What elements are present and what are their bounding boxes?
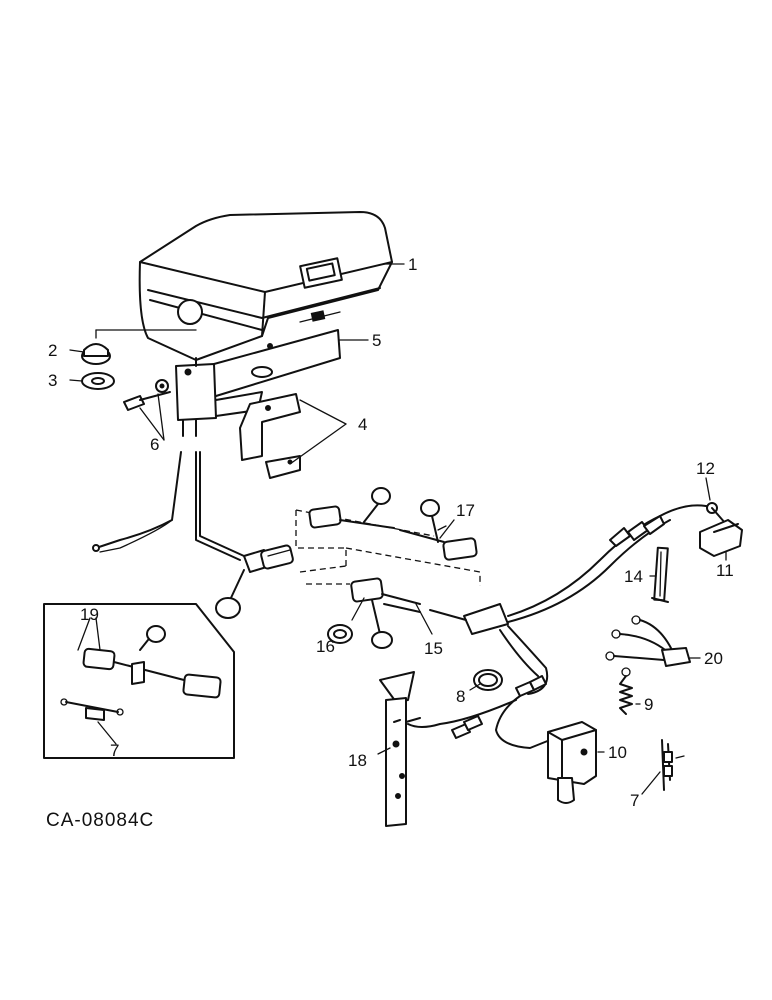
switch-bracket (661, 739, 685, 791)
resistor-harness (605, 615, 691, 667)
callout-9: 9 (644, 695, 653, 714)
callout-20: 20 (704, 649, 723, 668)
callout-1: 1 (408, 255, 417, 274)
monitor-console (138, 211, 393, 361)
harness-connector-left (215, 544, 294, 619)
extension-cable-assembly (295, 487, 481, 586)
diagram-code: CA-08084C (46, 810, 154, 831)
callout-5: 5 (372, 331, 381, 350)
callout-7-right: 7 (630, 791, 639, 810)
main-wire-harness (507, 502, 743, 623)
console-cables (92, 419, 245, 561)
callout-2: 2 (48, 341, 57, 360)
inset-panel (43, 603, 235, 759)
callout-19: 19 (80, 605, 99, 624)
bolt-washer-part (123, 379, 171, 411)
branch-harness (407, 625, 551, 749)
callout-12: 12 (696, 459, 715, 478)
harness-connector-right (327, 577, 509, 649)
angle-bracket-upper (239, 393, 301, 461)
callout-labels: 1 2 3 4 5 6 17 16 15 8 18 9 10 7 12 11 1… (46, 255, 734, 831)
callout-18: 18 (348, 751, 367, 770)
sensor-switch (547, 721, 597, 804)
callout-15: 15 (424, 639, 443, 658)
knob-part (81, 329, 197, 365)
nut-part (81, 372, 115, 390)
rod-bracket (651, 546, 669, 603)
callout-3: 3 (48, 371, 57, 390)
callout-7-inset: 7 (110, 741, 119, 760)
leader-lines (69, 263, 727, 795)
callout-17: 17 (456, 501, 475, 520)
hose-clamp (473, 669, 503, 691)
callout-10: 10 (608, 743, 627, 762)
callout-16: 16 (316, 637, 335, 656)
callout-11: 11 (716, 561, 734, 580)
angle-bracket-lower (265, 455, 301, 479)
callout-14: 14 (624, 567, 643, 586)
seat-switch (379, 671, 421, 827)
callout-6: 6 (150, 435, 159, 454)
callout-8: 8 (456, 687, 465, 706)
spring-part (619, 667, 633, 715)
callout-4: 4 (358, 415, 367, 434)
